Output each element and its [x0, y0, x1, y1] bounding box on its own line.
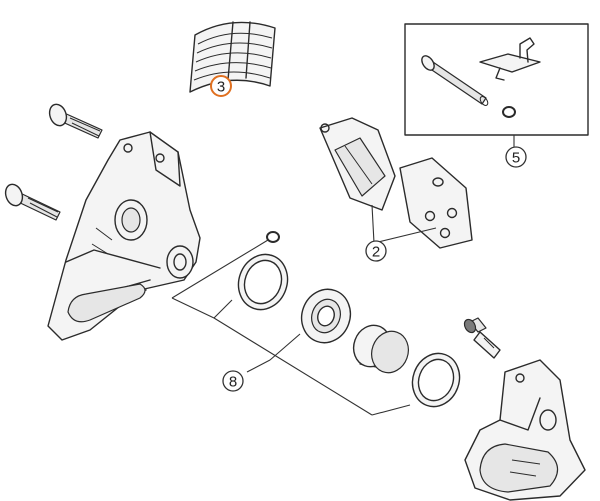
pad-spring-plate	[189, 21, 276, 93]
callout-5-label: 5	[512, 150, 520, 167]
dust-seal	[300, 288, 352, 344]
mounting-bolt-bottom	[4, 183, 61, 221]
leader-lines	[171, 135, 515, 416]
callout-8-label: 8	[229, 374, 237, 391]
pin-circlip	[502, 106, 516, 118]
pad-pin	[421, 55, 489, 106]
retaining-clip	[479, 37, 541, 81]
bleed-screw	[463, 317, 501, 359]
callout-3-label: 3	[217, 79, 225, 96]
caliper-piston	[352, 324, 409, 374]
callout-3[interactable]: 3	[210, 75, 232, 97]
callout-5[interactable]: 5	[505, 146, 527, 168]
caliper-bracket	[47, 131, 201, 341]
leader-8	[171, 239, 411, 416]
callout-2[interactable]: 2	[365, 240, 387, 262]
small-o-ring	[266, 231, 280, 243]
pin-kit-box	[404, 23, 589, 136]
piston-seal-right	[411, 352, 461, 408]
caliper-body	[464, 359, 586, 501]
mounting-bolt-top	[48, 103, 103, 139]
piston-seal-left	[237, 253, 289, 311]
callout-8[interactable]: 8	[222, 370, 244, 392]
callout-2-label: 2	[372, 244, 380, 261]
leader-2	[371, 204, 437, 244]
brake-pad-front	[319, 117, 396, 211]
brake-pad-rear	[399, 157, 473, 249]
